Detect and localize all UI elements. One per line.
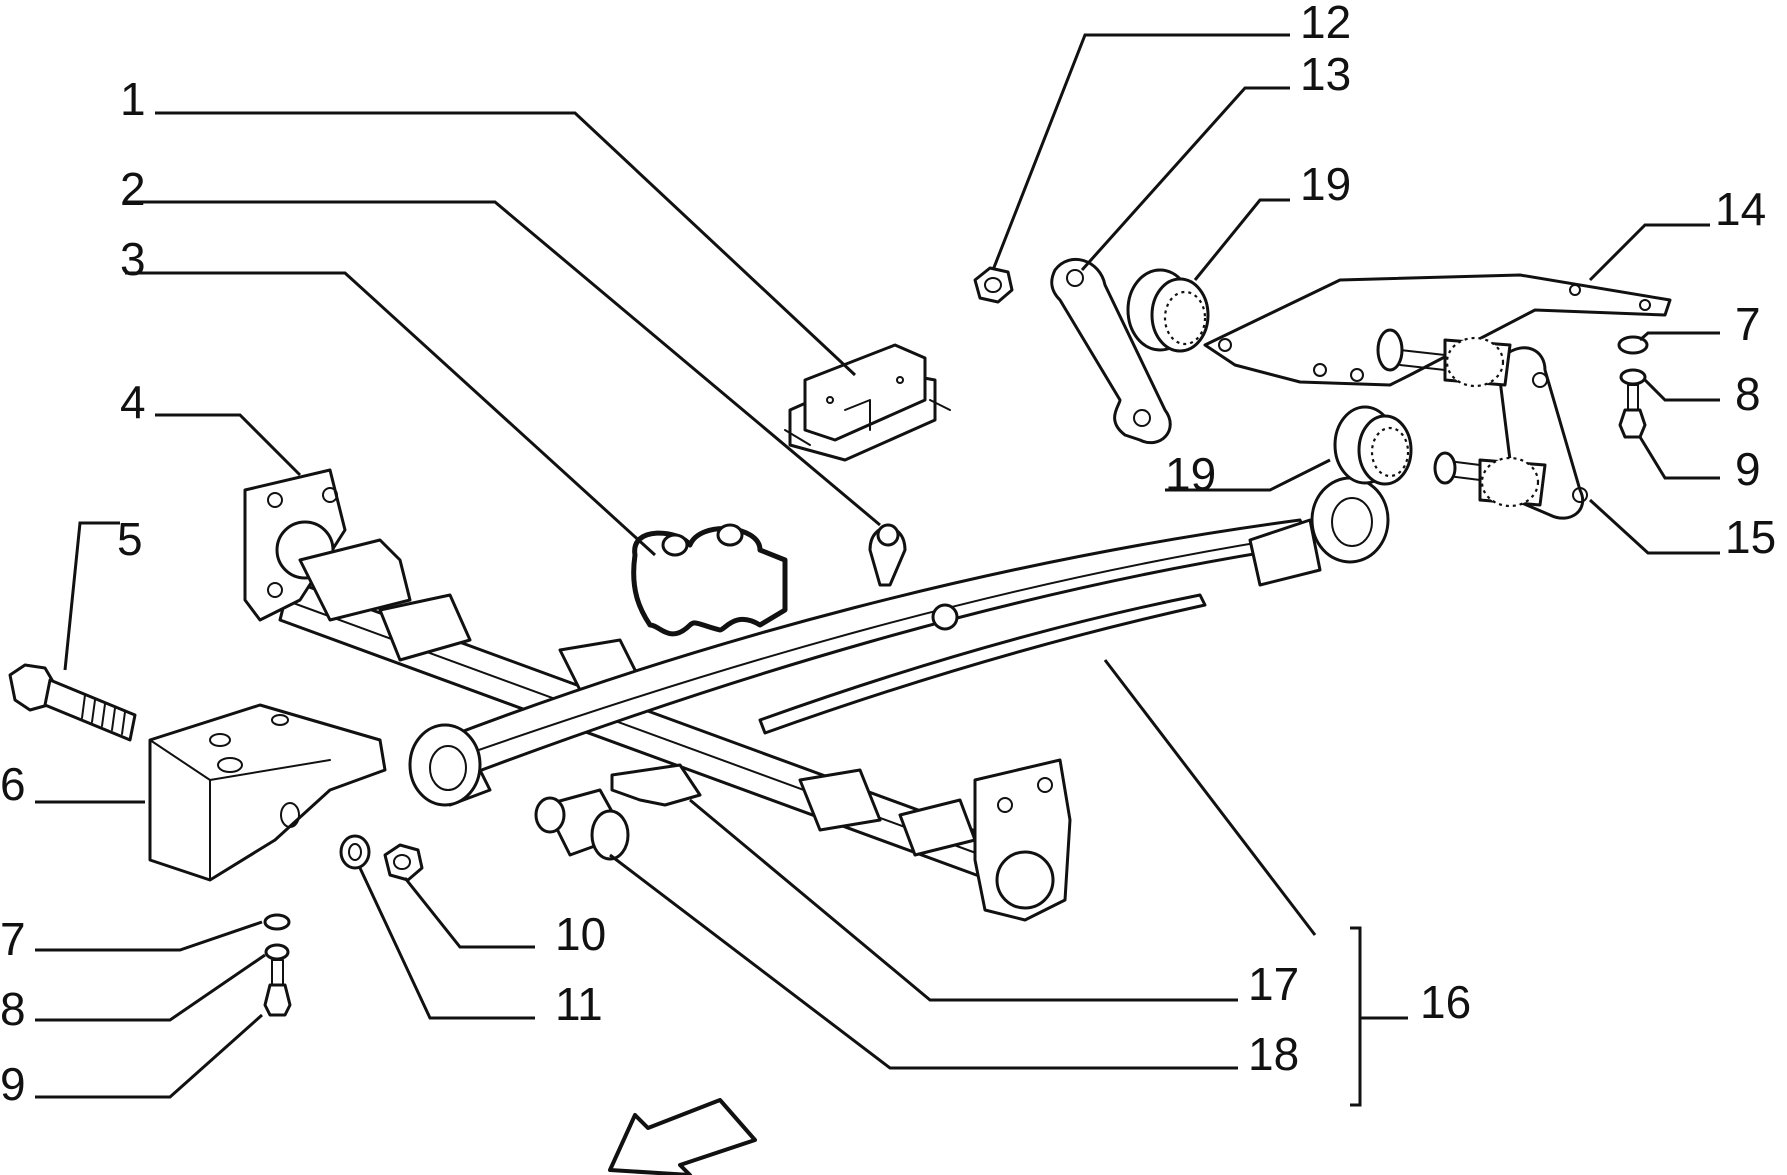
callout-numbers: 1 2 3 4 5 6 7 8 9 10 11 12 13 14 7 8 9 1…	[0, 0, 1776, 1110]
callout-17: 17	[1248, 958, 1299, 1010]
part-5-bolt	[8, 663, 137, 742]
callout-19-lower: 19	[1165, 448, 1216, 500]
callout-13: 13	[1300, 48, 1351, 100]
hardware-right	[1617, 335, 1649, 439]
callout-19-upper: 19	[1300, 158, 1351, 210]
hardware-left	[263, 834, 424, 1017]
leader-lines	[35, 33, 1720, 1107]
callout-3: 3	[120, 233, 146, 285]
part-12-nut	[973, 266, 1014, 304]
leaf-spring	[408, 476, 1390, 807]
callout-10: 10	[555, 908, 606, 960]
callout-8-left: 8	[0, 983, 26, 1035]
axle-tube	[243, 468, 1072, 922]
callout-2: 2	[120, 163, 146, 215]
part-3-rubber-pad	[631, 523, 788, 637]
part-2-bump-stop	[868, 523, 907, 587]
part-15-shackle	[1376, 328, 1588, 520]
part-18-bush	[534, 788, 630, 861]
part-6-spring-hanger	[148, 703, 387, 882]
part-19-bush-upper	[1126, 268, 1210, 353]
direction-arrow-icon	[608, 1098, 757, 1175]
callout-9-left: 9	[0, 1058, 26, 1110]
callout-11: 11	[555, 978, 603, 1030]
callout-5: 5	[117, 513, 143, 565]
part-14-plate	[1203, 273, 1672, 387]
callout-14: 14	[1715, 183, 1766, 235]
part-13-shackle-link	[1050, 257, 1172, 445]
callout-6: 6	[0, 758, 26, 810]
part-19-bush-lower	[1333, 405, 1413, 486]
callout-7-left: 7	[0, 913, 26, 965]
callout-12: 12	[1300, 0, 1351, 48]
callout-4: 4	[120, 376, 146, 428]
callout-15: 15	[1725, 511, 1776, 563]
callout-7-right: 7	[1735, 298, 1761, 350]
callout-1: 1	[120, 73, 146, 125]
callout-18: 18	[1248, 1028, 1299, 1080]
callout-16: 16	[1420, 976, 1471, 1028]
callout-9-right: 9	[1735, 443, 1761, 495]
callout-8-right: 8	[1735, 368, 1761, 420]
part-17-plate	[610, 763, 702, 807]
part-1-bracket	[784, 343, 951, 462]
